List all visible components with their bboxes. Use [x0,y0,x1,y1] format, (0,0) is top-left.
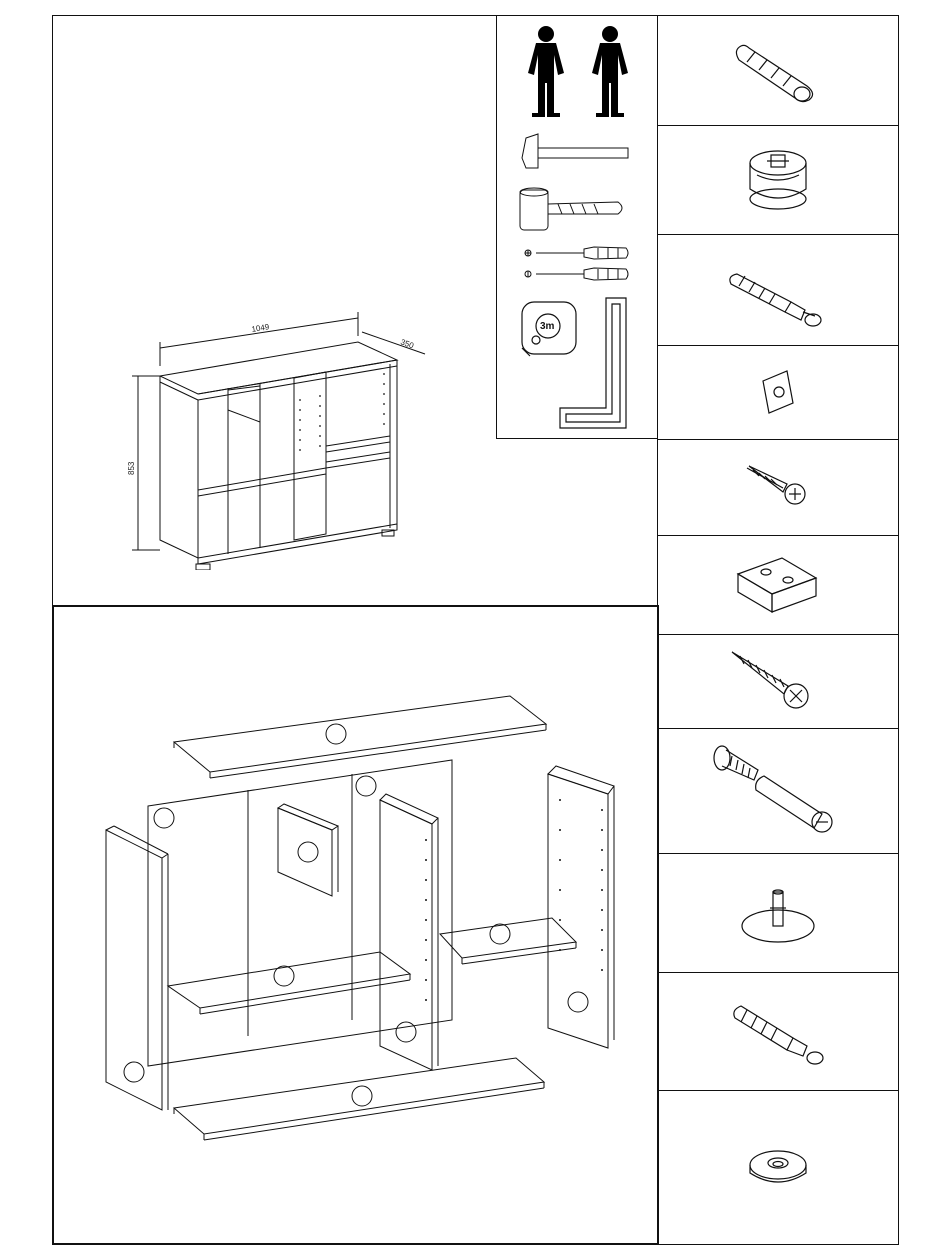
two-person-icon [516,25,641,121]
hardware-cell-9 [657,853,899,973]
cabinet-overview-drawing: 1049 350 853 [120,310,440,570]
flat-screwdriver-icon [522,265,632,283]
hardware-cell-7 [657,634,899,729]
left-side-panel [106,830,162,1110]
long-screw-icon [728,646,828,716]
back-panel-clip-icon [753,367,803,417]
hardware-cell-2 [657,125,899,235]
wood-dowel-icon [733,36,823,106]
phillips-screwdriver-icon [522,244,632,262]
hardware-cell-4 [657,345,899,440]
back-panel [148,760,452,1066]
right-side-panel [548,774,608,1048]
rubber-mallet-icon [518,186,633,234]
tape-measure-label: 3m [540,321,555,332]
carpenter-square-icon [556,296,630,430]
connector-block-icon [728,550,828,620]
hardware-cell-1 [657,15,899,126]
short-screw-icon [743,462,813,512]
cam-lock-icon [743,145,813,215]
hardware-cell-8 [657,728,899,854]
plastic-dowel-icon [723,986,833,1076]
hardware-cell-5 [657,439,899,536]
depth-dimension-label: 350 [399,337,415,350]
height-dimension-label: 853 [127,461,136,475]
cap-washer-icon [738,1137,818,1197]
hardware-cell-11 [657,1090,899,1245]
right-shelf [440,918,576,958]
shelf-connector-icon [723,250,833,330]
hardware-cell-6 [657,535,899,635]
exploded-parts-drawing [100,690,620,1150]
top-panel [174,696,546,772]
hammer-icon [518,132,633,174]
hardware-cell-10 [657,972,899,1091]
small-insert-panel [278,808,332,896]
connecting-bolt-icon [708,736,848,846]
hardware-cell-3 [657,234,899,346]
glide-foot-icon [728,878,828,948]
